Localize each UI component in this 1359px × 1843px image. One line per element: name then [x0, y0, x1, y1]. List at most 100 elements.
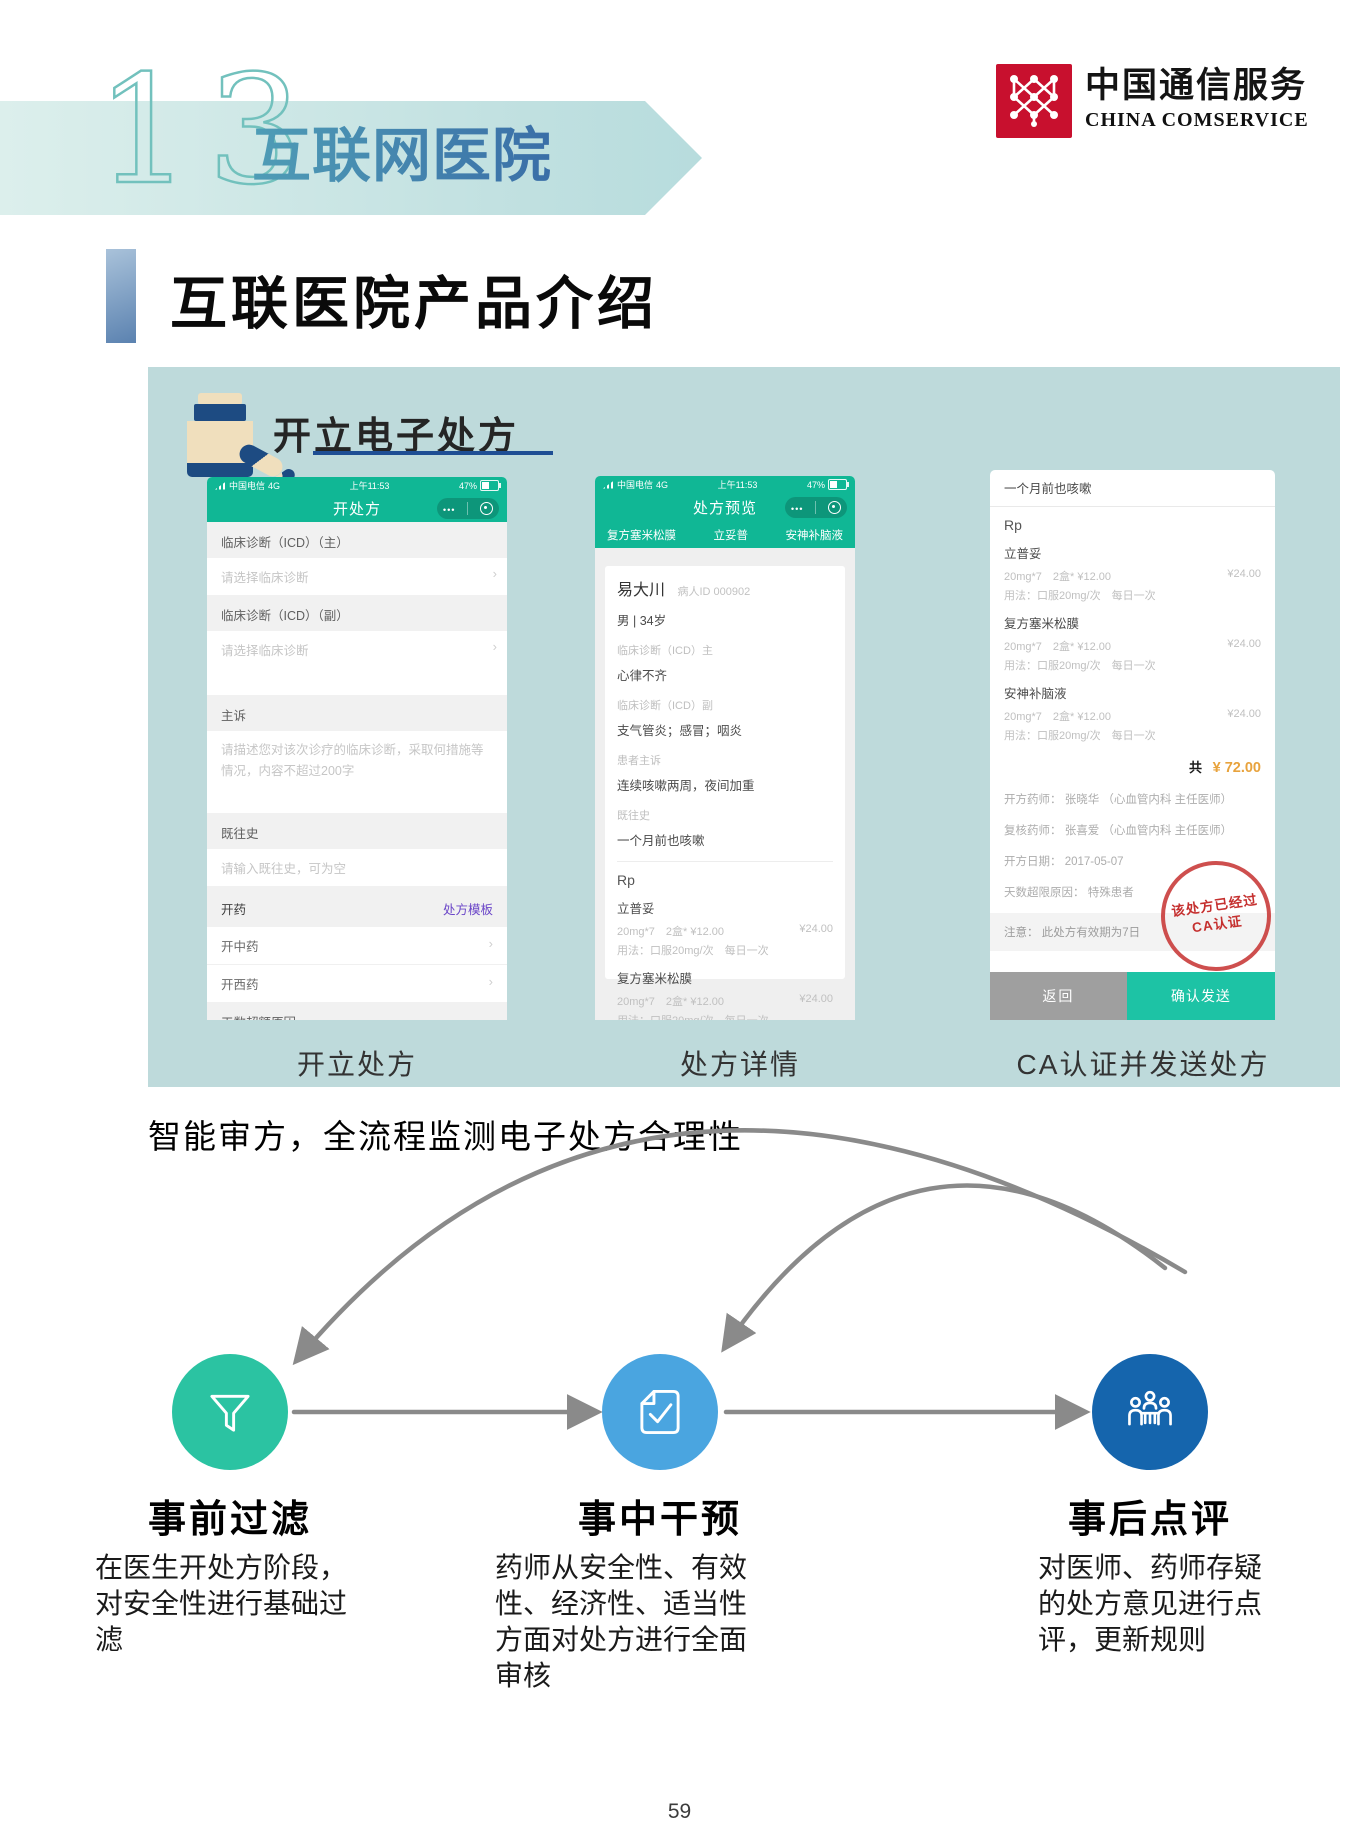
- section-accent-bar: [106, 249, 136, 343]
- reviewer-line: 复核药师： 张喜爱 （心血管内科 主任医师）: [1004, 825, 1233, 837]
- caption-ca-send: CA认证并发送处方: [1016, 1049, 1270, 1080]
- feedback-arc-to-step2: [721, 1183, 1168, 1353]
- funnel-icon: [210, 1394, 250, 1432]
- logo-name-cn: 中国通信服务: [1085, 65, 1308, 106]
- patient-name: 易大川: [617, 582, 666, 599]
- nav-bar: 开处方: [207, 494, 507, 522]
- step3-title: 事后点评: [1067, 1496, 1232, 1541]
- chapter-number: 13: [95, 44, 319, 218]
- logo-name-en: CHINA COMSERVICE: [1085, 109, 1309, 131]
- clock-label: 上午11:53: [349, 481, 390, 491]
- rx-item-spec: 20mg*7 2盒* ¥12.00: [617, 926, 725, 938]
- tab-drug-3[interactable]: 安神补脑液: [785, 529, 844, 542]
- more-icon: [443, 500, 455, 518]
- phone-screenshot-rx-preview: 中国电信 4G 上午11:53 47% 处方预览 复方塞米松膜 立妥普 安神补脑…: [595, 476, 855, 1020]
- rx-template-link[interactable]: 处方模板: [442, 903, 493, 917]
- rx-item-name: 立普妥: [1004, 547, 1042, 561]
- more-icon: [791, 499, 803, 517]
- dx-main-value: 心律不齐: [617, 669, 668, 683]
- drug-tabs: 复方塞米松膜 立妥普 安神补脑液: [595, 521, 855, 548]
- flow-arrows: [291, 1128, 1188, 1430]
- rx-item-usage: 用法：口服20mg/次 每日一次: [1004, 590, 1156, 602]
- total-label: 共: [1188, 760, 1202, 775]
- rx-form: 临床诊断（ICD）（主） 请选择临床诊断 临床诊断（ICD）（副） 请选择临床诊…: [207, 532, 507, 1020]
- menu-item-tcm[interactable]: 开中药: [207, 927, 507, 965]
- rx-item-spec: 20mg*7 2盒* ¥12.00: [1004, 641, 1112, 653]
- rx-item-name: 复方塞米松膜: [1004, 617, 1080, 631]
- step1-description: 在医生开处方阶段，对安全性进行基础过滤: [95, 1551, 348, 1656]
- dx-secondary-input[interactable]: 请选择临床诊断: [207, 631, 507, 695]
- menu-item-western[interactable]: 开西药: [207, 965, 507, 1002]
- close-circle-icon: [480, 502, 494, 515]
- back-button[interactable]: 返回: [990, 972, 1127, 1020]
- battery-icon: [828, 479, 849, 490]
- dx-secondary-value: 支气管炎；感冒；咽炎: [617, 724, 743, 738]
- chief-complaint-textarea[interactable]: 请描述您对该次诊疗的临床诊断，采取何措施等情况，内容不超过200字: [207, 731, 507, 813]
- more-options-capsule[interactable]: [437, 498, 499, 519]
- battery-icon: [480, 480, 501, 491]
- company-logo: 中国通信服务 CHINA COMSERVICE: [996, 64, 1309, 138]
- rx-item-spec: 20mg*7 2盒* ¥12.00: [617, 996, 725, 1008]
- history-input[interactable]: 请输入既往史，可为空: [207, 849, 507, 886]
- flow-lead-text: 智能审方，全流程监测电子处方合理性: [148, 1117, 743, 1156]
- status-bar: 中国电信 4G 上午11:53 47%: [207, 477, 507, 494]
- section-title: 互联医院产品介绍: [170, 270, 658, 337]
- rx-item-name: 安神补脑液: [1004, 687, 1067, 701]
- feature-panel: 开立电子处方 中国电信 4G 上午11:53 47% 开处方: [148, 367, 1340, 1087]
- tab-drug-2[interactable]: 立妥普: [713, 529, 749, 542]
- chevron-right-icon: [489, 974, 493, 993]
- divider: [617, 861, 833, 862]
- rx-item-price: ¥24.00: [799, 993, 833, 1005]
- step2-description: 药师从安全性、有效性、经济性、适当性方面对处方进行全面审核: [495, 1551, 748, 1692]
- close-circle-icon: [828, 501, 842, 514]
- rx-item-price: ¥24.00: [799, 923, 833, 935]
- heading-underline: [313, 451, 553, 455]
- nav-bar: 处方预览: [595, 493, 855, 521]
- chief-complaint-label: 主诉: [221, 709, 247, 723]
- rx-item-name: 复方塞米松膜: [617, 972, 693, 986]
- tab-drug-1[interactable]: 复方塞米松膜: [607, 529, 676, 542]
- nav-title: 开处方: [332, 500, 381, 518]
- complaint-value: 连续咳嗽两周，夜间加重: [617, 779, 755, 793]
- caption-rx-detail: 处方详情: [679, 1049, 800, 1080]
- dx-secondary-label: 临床诊断（ICD）（副）: [221, 609, 349, 623]
- rx-item-usage: 用法：口服20mg/次 每日一次: [1004, 730, 1156, 742]
- more-options-capsule[interactable]: [785, 497, 847, 518]
- patient-gender-age: 男 | 34岁: [617, 614, 667, 628]
- dx-main-label: 临床诊断（ICD）（主）: [221, 536, 349, 550]
- rp-label: Rp: [1004, 517, 1022, 533]
- caption-create-rx: 开立处方: [296, 1049, 417, 1080]
- rx-item-usage: 用法：口服20mg/次 每日一次: [617, 945, 769, 957]
- comservice-logo-icon: [996, 64, 1072, 138]
- rx-item-spec: 20mg*7 2盒* ¥12.00: [1004, 571, 1112, 583]
- rx-item-usage: 用法：口服20mg/次 每日一次: [1004, 660, 1156, 672]
- phone-screenshot-create-rx: 中国电信 4G 上午11:53 47% 开处方 临床诊断（ICD）（主） 请选择…: [207, 477, 507, 1020]
- history-value: 一个月前也咳嗽: [617, 834, 705, 848]
- rx-item-name: 立普妥: [617, 902, 655, 916]
- complaint-label: 患者主诉: [617, 755, 661, 767]
- rx-item-price: ¥24.00: [1227, 638, 1261, 650]
- signal-icon: [215, 481, 226, 490]
- step2-title: 事中干预: [577, 1496, 742, 1541]
- dx-main-input[interactable]: 请选择临床诊断: [207, 558, 507, 595]
- chapter-title: 互联网医院: [252, 123, 553, 189]
- step1-title: 事前过滤: [147, 1496, 312, 1541]
- nav-title: 处方预览: [692, 499, 757, 517]
- validity-notice: 注意： 此处方有效期为7日: [990, 913, 1275, 951]
- history-label: 既往史: [221, 827, 259, 841]
- chevron-right-icon: [489, 936, 493, 955]
- rx-item-price: ¥24.00: [1227, 568, 1261, 580]
- dx-secondary-label: 临床诊断（ICD）副: [617, 700, 713, 712]
- rx-item-spec: 20mg*7 2盒* ¥12.00: [1004, 711, 1112, 723]
- rx-item-usage: 用法：口服20mg/次 每日一次: [617, 1012, 833, 1020]
- document-check-icon: [640, 1390, 680, 1434]
- confirm-send-button[interactable]: 确认发送: [1126, 972, 1275, 1020]
- battery-percent: 47%: [458, 480, 477, 491]
- dx-main-label: 临床诊断（ICD）主: [617, 645, 713, 657]
- overrun-reason-line: 天数超限原因： 特殊患者: [1004, 887, 1134, 899]
- rp-label: Rp: [617, 872, 635, 888]
- page-number: 59: [667, 1800, 692, 1823]
- status-bar: 中国电信 4G 上午11:53 47%: [595, 476, 855, 493]
- phone-screenshot-ca-send: 一个月前也咳嗽 Rp 立普妥 20mg*7 2盒* ¥12.00 ¥24.00 …: [990, 470, 1275, 1020]
